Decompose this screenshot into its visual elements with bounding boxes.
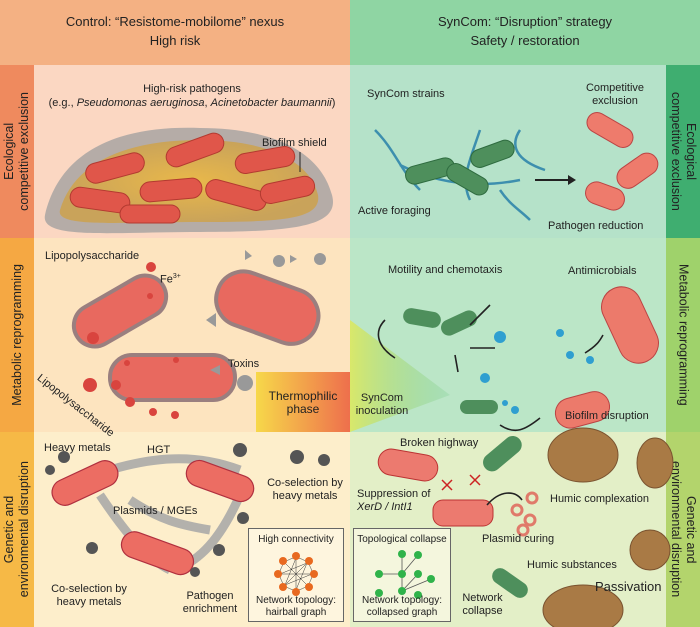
pathogens-examples: (e.g., Pseudomonas aeruginosa, Acinetoba… — [48, 97, 336, 109]
broken-highway-cells — [377, 436, 528, 598]
skull-icon — [237, 253, 326, 391]
row-label-metabolic-left: Metabolic reprogramming — [0, 238, 34, 432]
toxin-triangles — [206, 250, 297, 375]
broken-highway-label: Broken highway — [400, 437, 479, 449]
antimicrobial-molecules — [480, 329, 598, 414]
humic-complexation-label: Humic complexation — [550, 493, 650, 505]
plasmids-label: Plasmids / MGEs — [113, 505, 198, 517]
row-label-metabolic-right: Metabolic reprogramming — [666, 238, 700, 432]
syncom-strains-label: SynCom strains — [367, 88, 445, 100]
arrow-icon — [535, 175, 576, 185]
lps-label-top: Lipopolysaccharide — [45, 250, 140, 262]
pathogen-cells-hgt — [51, 459, 255, 576]
biofilm-with-pathogens — [44, 127, 333, 234]
syncom-bacteria — [405, 139, 515, 196]
lysed-pathogens — [585, 112, 659, 211]
humic-substances-label: Humic substances — [527, 559, 617, 571]
pathogen-cells-metabolic — [71, 269, 321, 402]
collapsed-graph-icon — [375, 550, 435, 599]
header-control: Control: “Resistome-mobilome” nexus High… — [0, 0, 350, 65]
syncom-title: SynCom: “Disruption” strategy — [437, 14, 613, 29]
fe-label: Fe3+ — [160, 273, 181, 286]
passivation-label: Passivation — [595, 579, 662, 594]
pathogens-title: High-risk pathogens — [143, 83, 241, 95]
fe-particles — [83, 262, 179, 419]
inoculation-cone — [350, 320, 450, 432]
biofilm-shield-label: Biofilm shield — [262, 137, 327, 149]
pathogen-reduction-label: Pathogen reduction — [548, 220, 644, 232]
antimicrobials-label: Antimicrobials — [568, 265, 637, 277]
control-subtitle: High risk — [149, 33, 201, 48]
header-syncom: SynCom: “Disruption” strategy Safety / r… — [350, 0, 700, 65]
syncom-motile-cells — [403, 308, 498, 414]
disrupted-pathogens — [554, 286, 659, 429]
hairball-graph-icon — [274, 552, 318, 596]
hgt-label: HGT — [147, 444, 171, 456]
humic-particles — [542, 427, 674, 627]
thermophilic-phase-box — [256, 372, 350, 432]
hairball-graph-inset: High connectivity Network topology:hairb… — [248, 528, 344, 622]
biofilm-disruption-label: Biofilm disruption — [565, 410, 649, 422]
heavy-metal-particles — [45, 443, 330, 577]
syncom-subtitle: Safety / restoration — [470, 33, 580, 48]
chemotaxis-arrows — [377, 304, 604, 432]
heavy-metals-label: Heavy metals — [44, 442, 111, 454]
toxins-label: Toxins — [228, 358, 260, 370]
control-title: Control: “Resistome-mobilome” nexus — [65, 14, 285, 29]
plasmid-curing-label: Plasmid curing — [482, 533, 555, 545]
cured-plasmids — [510, 491, 539, 537]
motility-label: Motility and chemotaxis — [388, 264, 503, 276]
active-foraging-label: Active foraging — [358, 205, 431, 217]
collapsed-graph-inset: Topological collapse Network topology:co… — [353, 528, 451, 622]
